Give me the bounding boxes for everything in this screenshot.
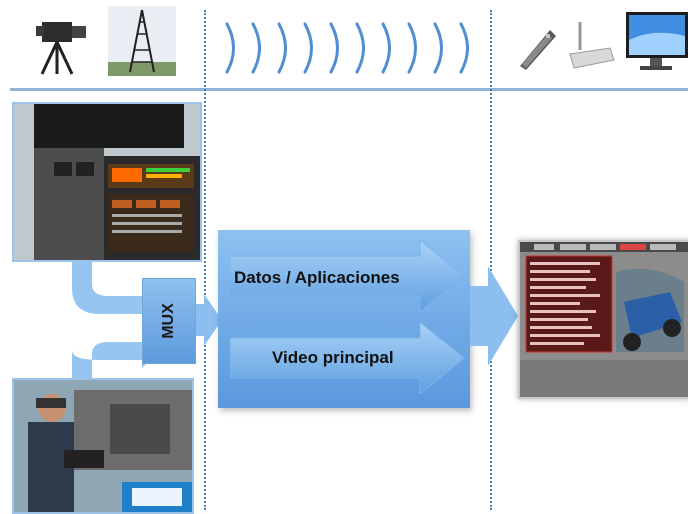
main-video-label: Video principal	[272, 348, 394, 367]
main-video-arrow	[230, 322, 464, 394]
studio-camera-photo	[12, 102, 202, 262]
header-separator	[10, 88, 688, 91]
data-apps-label: Datos / Aplicaciones	[234, 268, 400, 287]
video-camera-icon	[36, 22, 86, 75]
operator-photo	[12, 378, 194, 514]
flat-screen-tv-icon	[626, 12, 688, 70]
divider-right	[490, 10, 492, 510]
output-arrow	[470, 266, 518, 366]
data-apps-arrow	[230, 240, 464, 312]
interactive-tv-screen	[518, 240, 688, 399]
source-flow-arrows	[72, 258, 222, 382]
mux-label: MUX	[160, 303, 177, 339]
broadcast-tower-icon	[108, 6, 176, 76]
radio-waves-icon	[225, 22, 469, 74]
set-top-box-icon	[569, 22, 615, 69]
remote-control-icon	[520, 30, 556, 70]
transport-stream-box: Datos / Aplicaciones Video principal	[218, 230, 470, 408]
divider-left	[204, 10, 206, 510]
mux-block: MUX	[142, 278, 196, 364]
